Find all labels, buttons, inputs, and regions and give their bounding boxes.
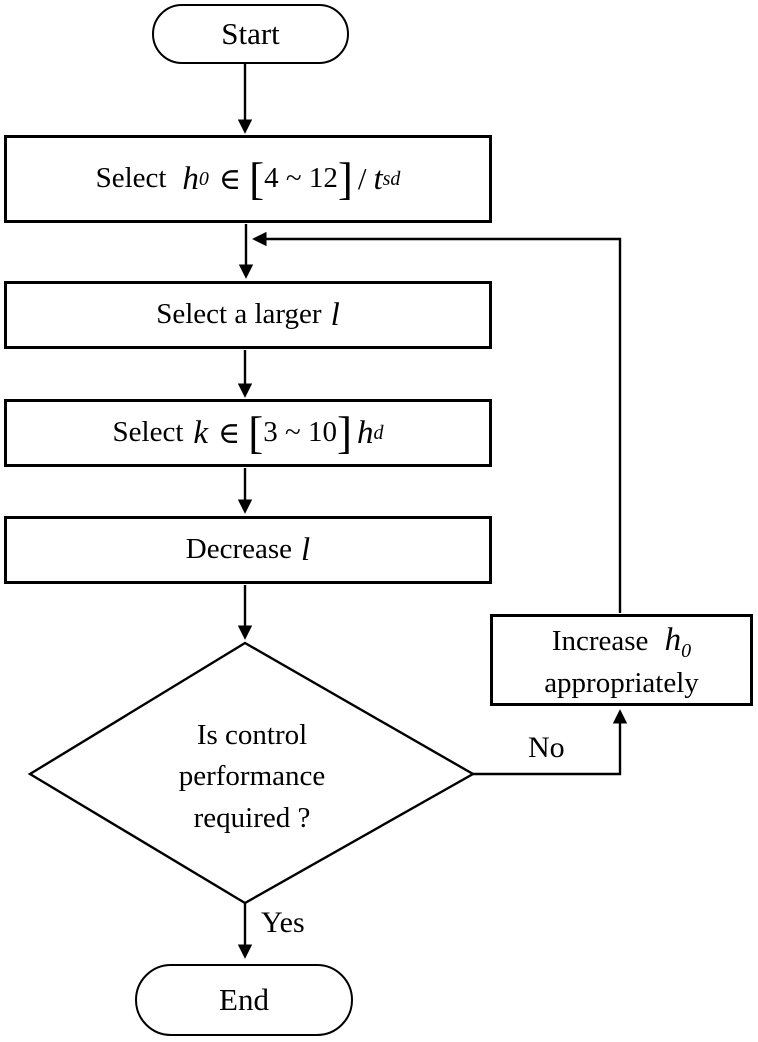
node-decrease-l: Decrease l: [4, 516, 492, 584]
select-h0-prefix: Select: [95, 162, 167, 195]
var-l-symbol: l: [330, 296, 340, 333]
increase-h0-prefix: Increase: [551, 624, 649, 657]
k-range: 3 ~ 10: [263, 416, 337, 449]
var-hd-symbol: h: [356, 414, 374, 451]
edge-label-no: No: [528, 731, 565, 764]
h0-range: 4 ~ 12: [264, 162, 338, 195]
decision-line-3: required ?: [193, 801, 311, 834]
var-h0-symbol: h: [664, 621, 682, 658]
decision-diamond: [27, 641, 476, 905]
divide-slash: /: [357, 160, 367, 196]
node-start: Start: [152, 4, 349, 64]
decision-line-1: Is control: [196, 718, 308, 751]
element-of-icon: ∈: [218, 162, 242, 196]
element-of-icon: ∈: [218, 416, 241, 450]
node-select-larger-l: Select a larger l: [4, 281, 492, 349]
var-tsd-symbol: t: [373, 160, 383, 197]
decision-line-2: performance: [178, 760, 326, 793]
edge-decision-no-to-increase-h0: [473, 709, 628, 776]
start-label: Start: [221, 15, 280, 51]
var-h0-subscript: 0: [681, 639, 692, 662]
node-end: End: [135, 964, 353, 1036]
select-k-prefix: Select: [112, 416, 184, 449]
increase-h0-line-2: appropriately: [544, 666, 699, 699]
select-larger-l-prefix: Select a larger: [156, 298, 322, 331]
node-increase-h0: Increase h0 appropriately: [490, 614, 753, 706]
edge-increase-h0-loop-back: [252, 231, 622, 613]
var-h0-symbol: h: [182, 160, 199, 197]
decrease-l-prefix: Decrease: [185, 533, 293, 566]
var-l-symbol: l: [301, 531, 311, 568]
var-k-symbol: k: [193, 414, 209, 451]
decision-label: Is control performance required ?: [111, 712, 393, 842]
end-label: End: [219, 981, 269, 1017]
increase-h0-line-1: Increase h0: [552, 617, 691, 663]
edge-label-yes: Yes: [261, 906, 305, 939]
